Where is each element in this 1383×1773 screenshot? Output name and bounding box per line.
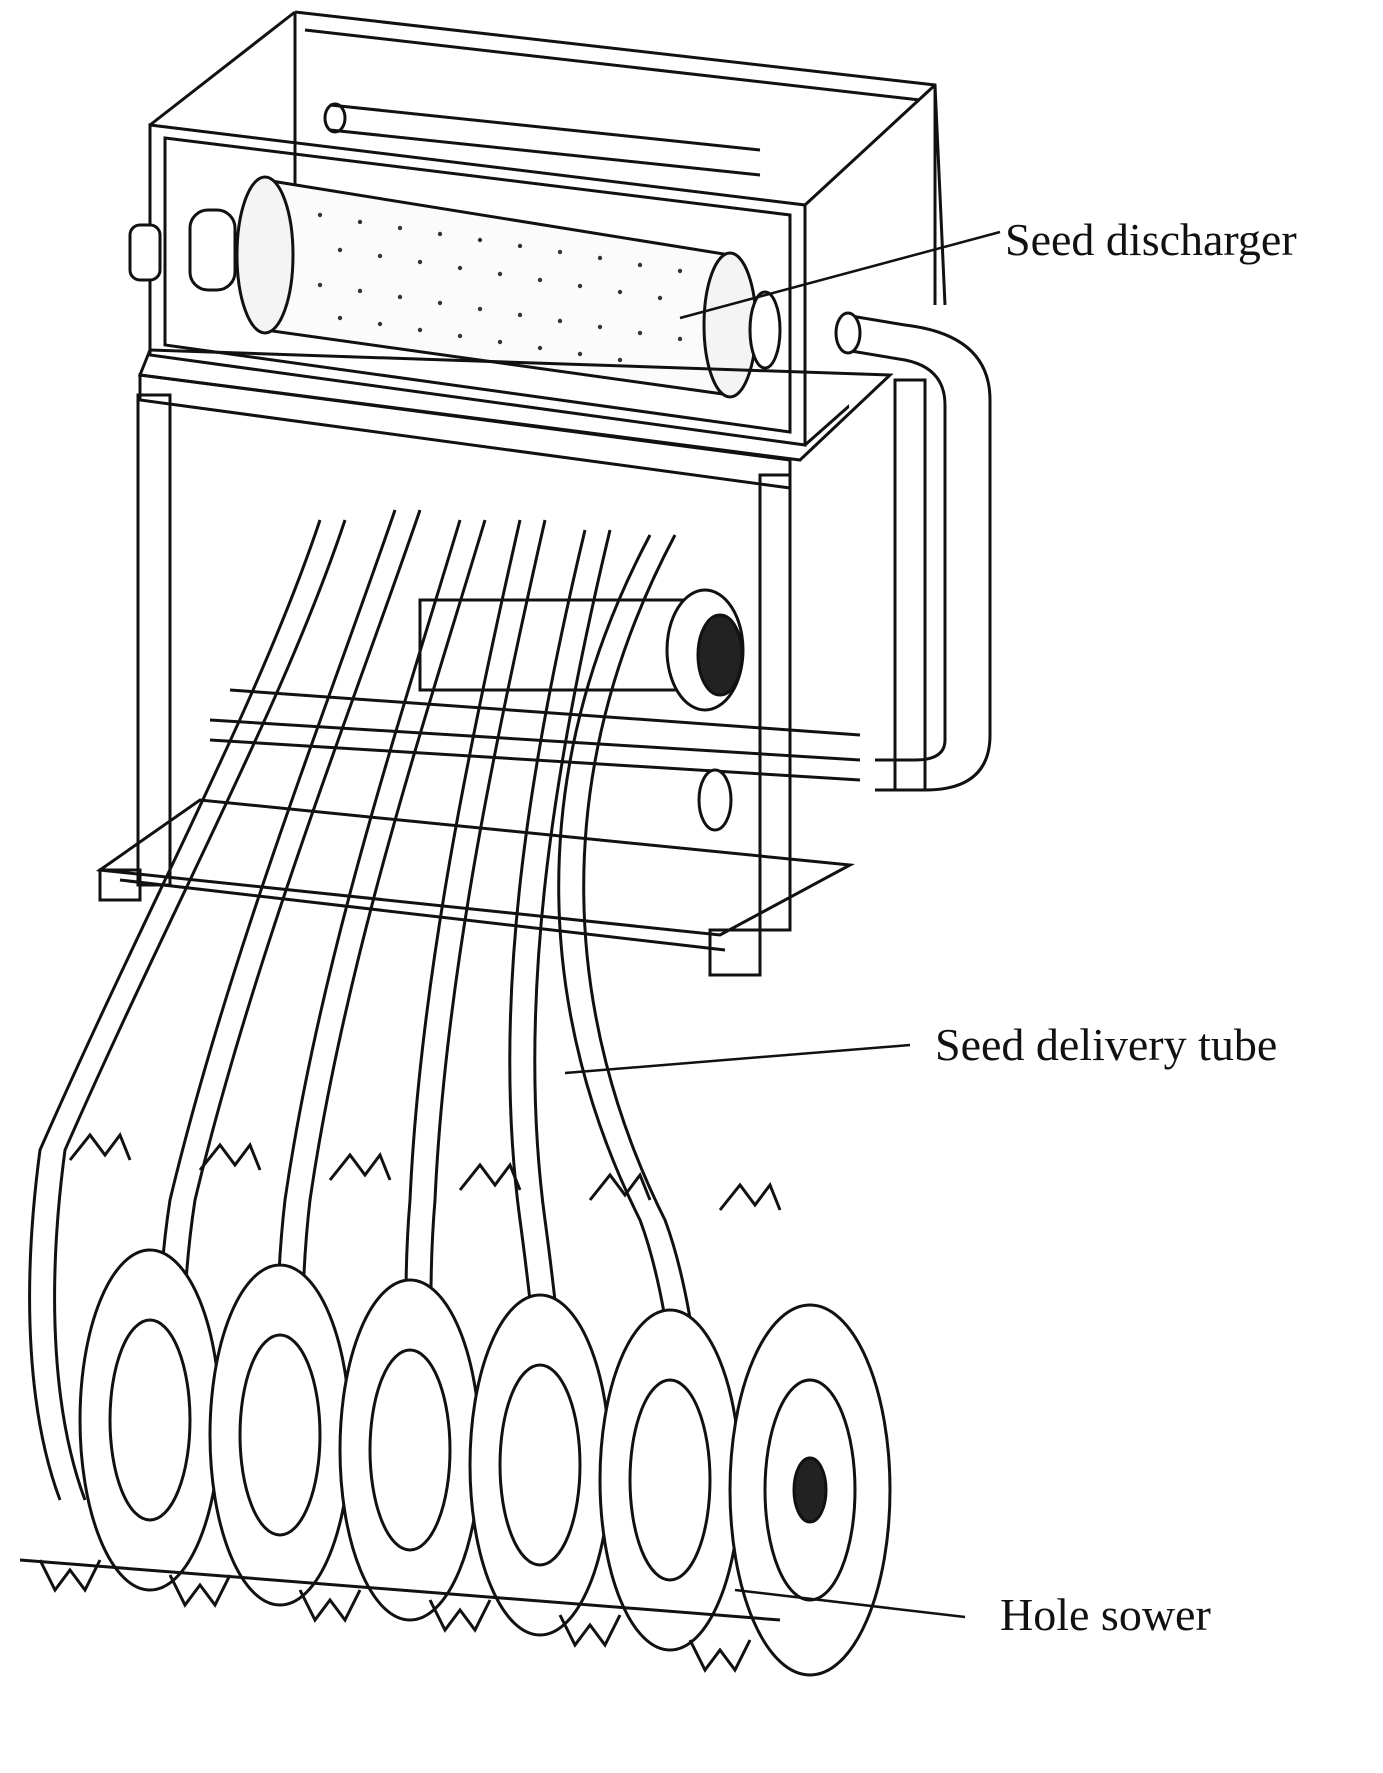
sower-disc-4 <box>468 1293 612 1637</box>
middle-frame <box>95 348 927 977</box>
label-hole-sower: Hole sower <box>1000 1589 1211 1640</box>
leader-lines <box>564 230 1001 1619</box>
leader-seed-discharger <box>679 230 1001 320</box>
sower-disc-5 <box>598 1308 742 1652</box>
upper-frame <box>148 10 947 447</box>
drive-motor <box>418 588 745 832</box>
air-pipe <box>834 311 992 792</box>
leader-hole-sower <box>734 1588 966 1619</box>
sower-disc-1 <box>78 1248 222 1592</box>
seed-discharger-drum <box>128 175 782 399</box>
sower-disc-2 <box>208 1263 352 1607</box>
leader-seed-delivery-tube <box>564 1043 911 1075</box>
sower-disc-3 <box>338 1278 482 1622</box>
label-seed-discharger: Seed discharger <box>1005 214 1297 265</box>
hole-sower-wheels <box>19 1131 892 1677</box>
label-seed-delivery-tube: Seed delivery tube <box>935 1019 1277 1070</box>
